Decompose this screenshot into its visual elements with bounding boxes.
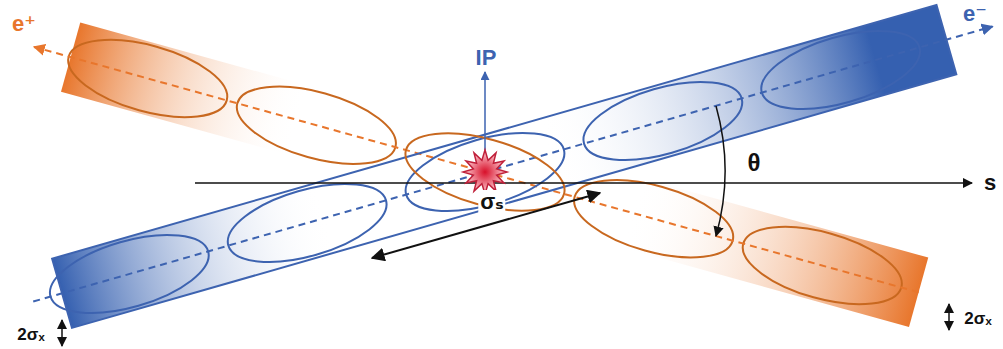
dimension-label: σₛ [478, 190, 505, 214]
dimension-label: 2σₓ [15, 325, 46, 344]
interaction-point-label: IP [474, 46, 499, 70]
axis-label: s [982, 171, 998, 195]
beam-width-arrow [948, 304, 950, 330]
beam-name: e⁻ [961, 2, 989, 26]
electron-beam [23, 0, 1002, 336]
beam-name: e⁺ [10, 12, 38, 36]
dimension-label: 2σₓ [962, 309, 993, 328]
collision-star [463, 150, 507, 194]
angle-arc [716, 106, 725, 236]
s-axis [195, 182, 972, 184]
beam-width-arrow [61, 320, 63, 346]
ip-pointer [484, 72, 486, 150]
angle-label: θ [746, 150, 763, 176]
